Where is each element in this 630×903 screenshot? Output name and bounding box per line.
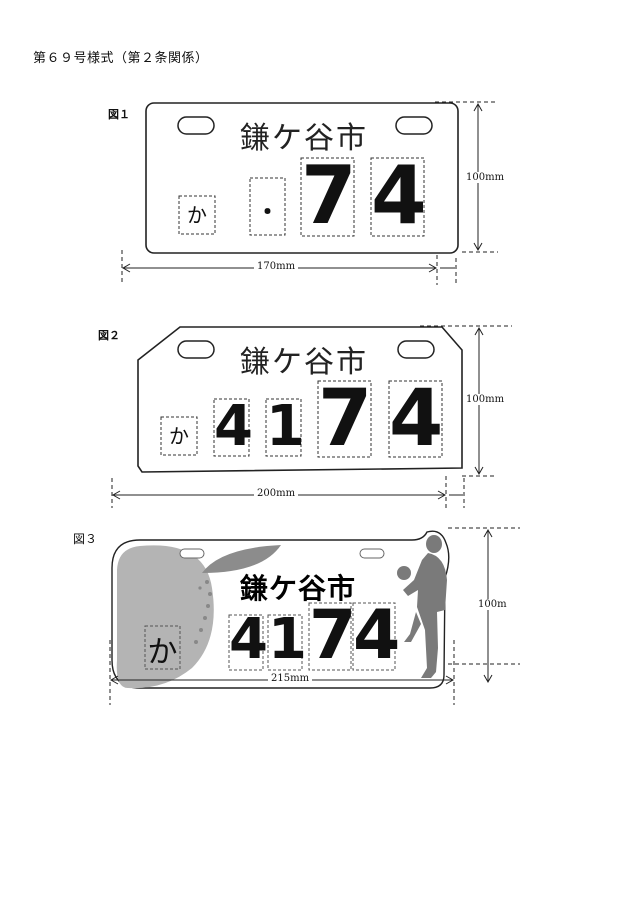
digit-box <box>300 157 355 237</box>
plate-city-name: 鎌ケ谷市 <box>240 345 368 380</box>
pear-dots <box>194 580 212 644</box>
plate-digit: 7 <box>318 374 373 464</box>
plate-kana: か <box>187 203 207 227</box>
width-label: 200mm <box>254 488 299 499</box>
pitcher-silhouette <box>397 535 447 678</box>
mount-hole-left <box>177 116 215 135</box>
mount-hole-right <box>395 116 433 135</box>
kana-box <box>160 416 198 456</box>
figure-3-label: 図３ <box>73 532 98 546</box>
digit-box <box>265 398 302 457</box>
digit-box <box>213 398 250 457</box>
mount-hole-right <box>359 548 385 559</box>
plate-digit: 7 <box>301 149 357 242</box>
plate-digit: 4 <box>353 596 401 675</box>
form-header: 第６９号様式（第２条関係） <box>33 51 209 66</box>
height-label: 100mm <box>466 394 505 405</box>
plate-outline <box>145 102 459 254</box>
digit-box <box>308 602 352 671</box>
plate-dot: ・ <box>255 198 280 226</box>
figure-1-label: 図１ <box>108 108 130 121</box>
plate-kana: か <box>169 424 189 448</box>
width-label: 170mm <box>254 261 299 272</box>
plate-digit: 7 <box>309 596 357 675</box>
height-label: 100mm <box>466 172 505 183</box>
mount-hole-right <box>397 340 435 359</box>
digit-box <box>388 380 443 458</box>
digit-box <box>228 614 264 671</box>
plate-outline <box>137 326 463 473</box>
pear-illustration <box>116 545 214 689</box>
digit-box <box>317 380 372 458</box>
digit-box <box>352 602 396 671</box>
kana-box <box>178 195 216 235</box>
dot-box <box>249 177 286 236</box>
plate-digit: 1 <box>268 607 307 672</box>
plate-digit: 1 <box>266 394 305 459</box>
leaf-illustration <box>202 545 281 573</box>
plate-digit: 4 <box>389 374 444 464</box>
mount-hole-left <box>177 340 215 359</box>
plate-city-name: 鎌ケ谷市 <box>240 572 357 605</box>
kana-box <box>144 625 181 670</box>
plate-kana: か <box>147 635 178 670</box>
mount-hole-left <box>179 548 205 559</box>
plate-digit: 4 <box>214 394 253 459</box>
plate-digit: 4 <box>229 607 268 672</box>
digit-box <box>267 614 303 671</box>
figure-2-label: 図２ <box>98 329 120 342</box>
width-label: 215mm <box>268 673 313 684</box>
digit-box <box>370 157 425 237</box>
height-label: 100m <box>475 599 510 610</box>
plate-digit: 4 <box>371 149 427 242</box>
plate-city-name: 鎌ケ谷市 <box>240 121 368 156</box>
